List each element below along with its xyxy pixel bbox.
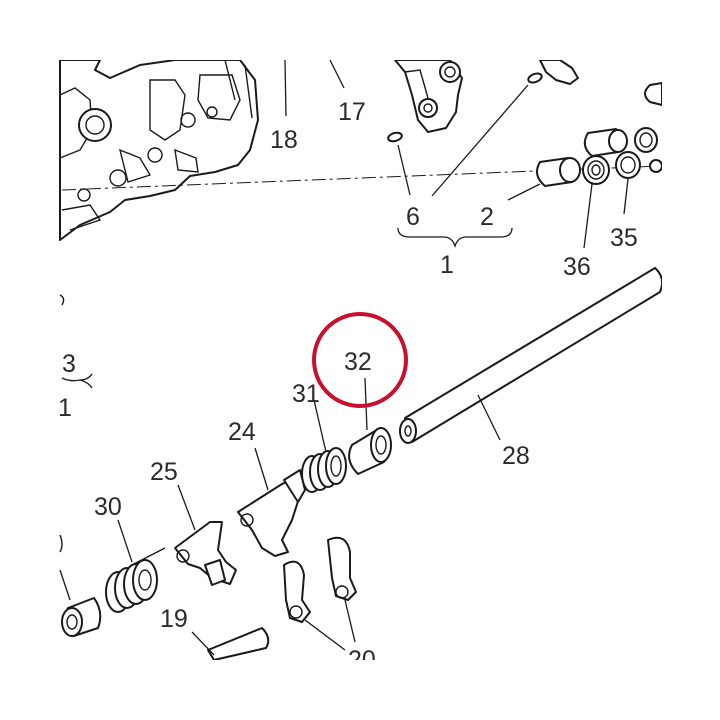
dowel-pin-lower — [387, 131, 403, 143]
callout-32: 32 — [344, 348, 372, 376]
collar-35 — [615, 151, 641, 179]
bracket-fragment — [539, 59, 663, 106]
callout-1-left: 1 — [58, 394, 72, 422]
shift-fork-20-a — [283, 560, 311, 623]
callout-6: 6 — [406, 203, 420, 231]
roller-2 — [535, 157, 581, 187]
callout-31: 31 — [292, 380, 320, 408]
callout-17: 17 — [338, 98, 366, 126]
frame-mask-bottom — [0, 660, 720, 720]
highlight-circle — [312, 312, 408, 408]
spring-31 — [301, 399, 347, 493]
shift-fork-20-b — [327, 536, 357, 601]
callout-3: 3 — [62, 350, 76, 378]
leader-lines-top — [61, 59, 629, 389]
callout-24: 24 — [228, 418, 256, 446]
collar-upper — [634, 127, 658, 153]
collar-32 — [348, 377, 392, 475]
pin-19 — [191, 627, 270, 661]
callout-25: 25 — [150, 458, 178, 486]
frame-mask-right — [662, 0, 720, 720]
engine-case-casting — [59, 59, 259, 241]
dowel-pin-upper — [527, 72, 543, 84]
roller-upper — [583, 128, 628, 157]
bushing — [59, 569, 102, 637]
callout-35: 35 — [610, 224, 638, 252]
pin-end — [649, 159, 663, 173]
fork-bracket — [394, 59, 463, 133]
callout-19: 19 — [160, 605, 188, 633]
leader-lines-20 — [304, 599, 356, 651]
shift-arm-25 — [174, 484, 237, 586]
callout-2: 2 — [480, 203, 494, 231]
callout-28: 28 — [502, 442, 530, 470]
collar-36 — [582, 155, 610, 185]
frame-mask-left — [0, 0, 58, 720]
frame-mask-top — [0, 0, 720, 60]
shift-shaft-28 — [399, 267, 664, 444]
callout-18: 18 — [270, 126, 298, 154]
callout-1: 1 — [440, 251, 454, 279]
shift-arm-24 — [237, 447, 306, 557]
spring-30 — [105, 519, 166, 613]
left-edge-fragments — [59, 294, 65, 553]
callout-30: 30 — [94, 493, 122, 521]
callout-36: 36 — [563, 253, 591, 281]
